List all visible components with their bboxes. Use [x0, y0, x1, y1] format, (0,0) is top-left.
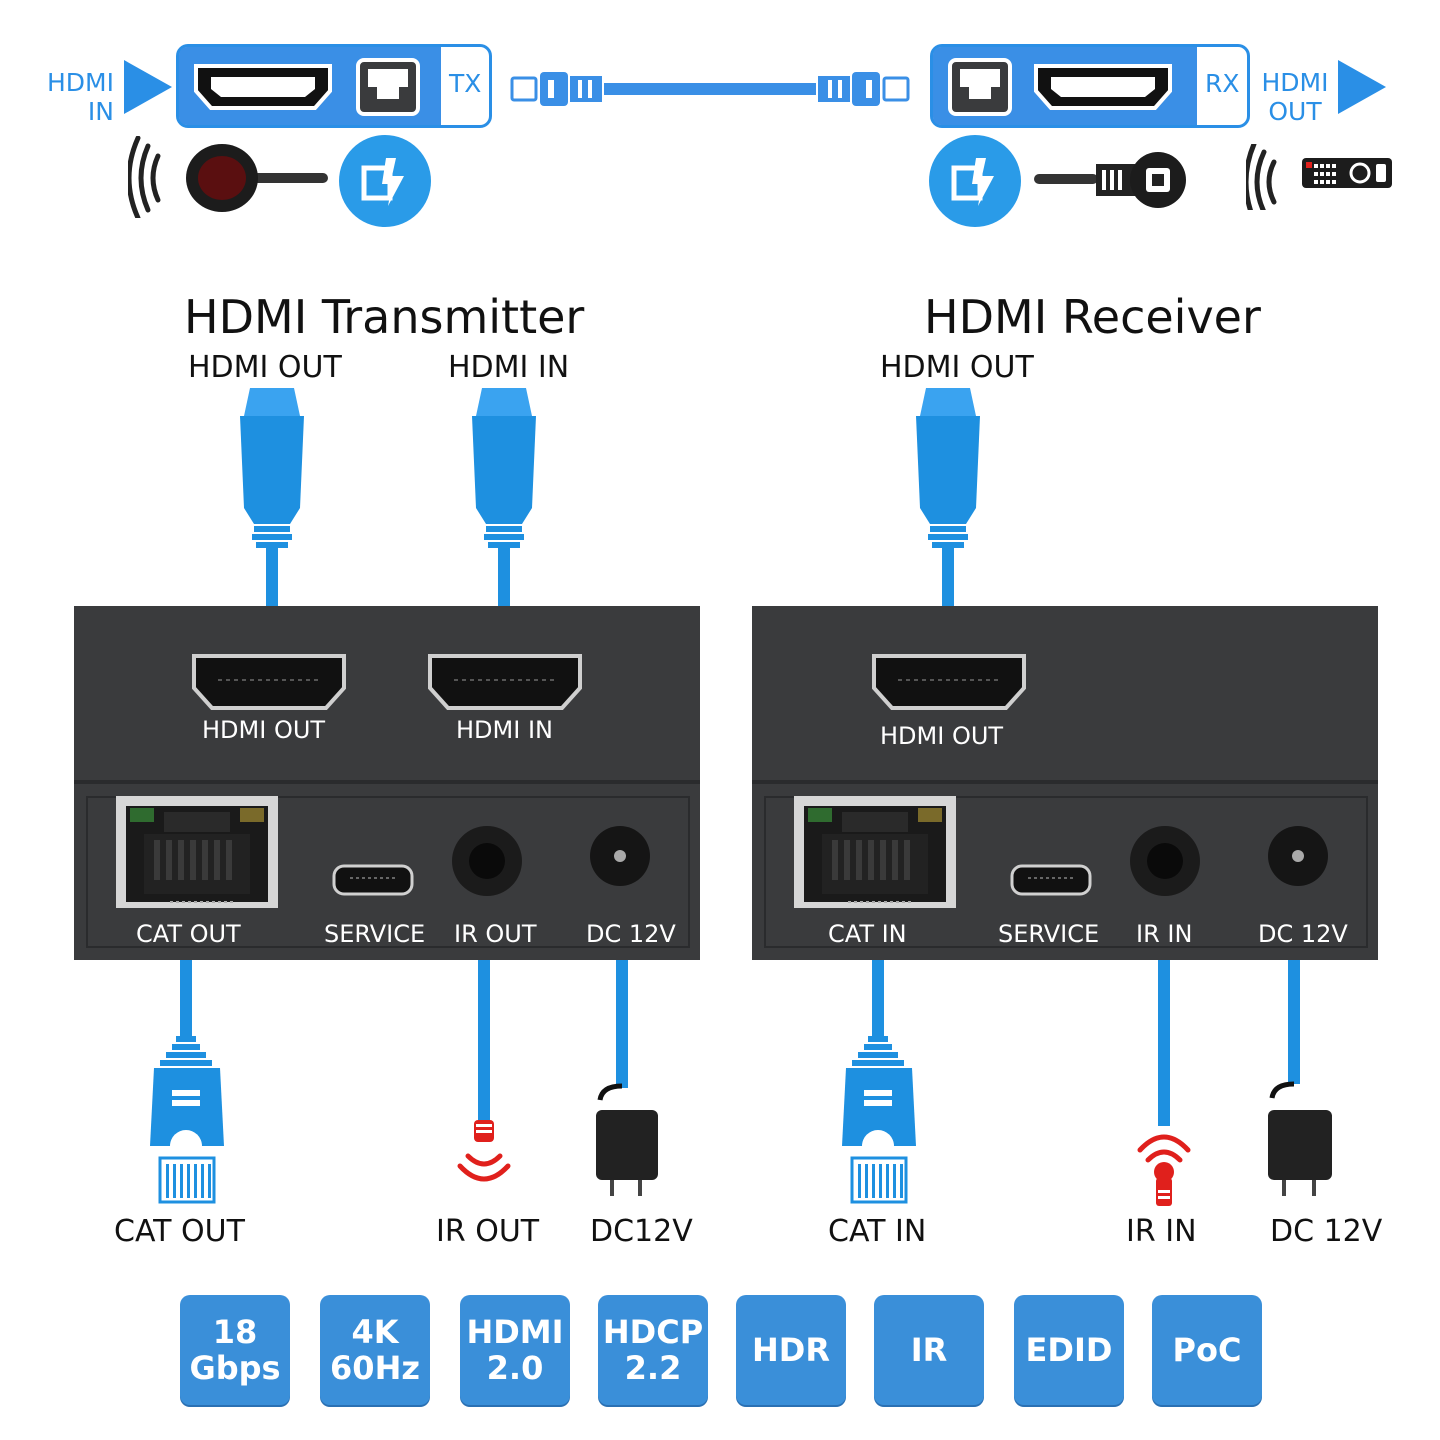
ir-in-jack — [1130, 826, 1200, 896]
rx-bottom-cat-label: CAT IN — [828, 1214, 927, 1249]
tx-bottom-cat-label: CAT OUT — [114, 1214, 245, 1249]
hdmi-port-icon — [194, 64, 332, 110]
rx-port-ir-label: IR IN — [1136, 920, 1193, 948]
rx-port-service-label: SERVICE — [998, 920, 1100, 948]
rx-bottom-dc-label: DC 12V — [1270, 1214, 1383, 1249]
rj45-port-icon — [356, 58, 420, 116]
rx-port-cat-label: CAT IN — [828, 920, 907, 948]
power-adapter-icon — [596, 960, 658, 1196]
rj45-port — [794, 796, 956, 908]
hdmi-in-port — [428, 654, 582, 710]
tx-cable-hdmi-in-label: HDMI IN — [448, 350, 570, 385]
arrow-right-icon — [1338, 60, 1386, 114]
tx-port-hdmi-in-label: HDMI IN — [456, 716, 553, 744]
tx-label: TX — [449, 69, 482, 98]
badge-ir: IR — [874, 1295, 984, 1405]
remote-control-icon — [1246, 144, 1392, 210]
tx-port-hdmi-out-label: HDMI OUT — [202, 716, 326, 744]
network-cable-icon — [510, 72, 910, 106]
ir-out-jack — [452, 826, 522, 896]
dc-jack — [590, 826, 650, 886]
poc-icon — [929, 135, 1021, 227]
rx-port-hdmi-out-label: HDMI OUT — [880, 722, 1004, 750]
top-hdmi-in-label: HDMI IN — [47, 68, 114, 126]
hdmi-plug-icon — [472, 388, 536, 608]
tx-port-dc-label: DC 12V — [586, 920, 676, 948]
micro-usb-service-port — [1010, 864, 1092, 896]
dc-jack — [1268, 826, 1328, 886]
hdmi-port-icon — [1034, 64, 1172, 110]
hdmi-plug-icon — [240, 388, 304, 608]
tx-port-service-label: SERVICE — [324, 920, 426, 948]
badge-poc: PoC — [1152, 1295, 1262, 1405]
rj45-port-icon — [948, 58, 1012, 116]
rx-module: RX — [930, 44, 1250, 128]
ir-receiver-icon — [1137, 960, 1191, 1206]
ir-emitter-icon — [1034, 152, 1186, 208]
tx-port-ir-label: IR OUT — [454, 920, 537, 948]
tx-cable-hdmi-out-label: HDMI OUT — [188, 350, 342, 385]
tx-module: TX — [176, 44, 492, 128]
tx-bottom-dc-label: DC12V — [590, 1214, 693, 1249]
arrow-right-icon — [124, 60, 172, 114]
top-hdmi-out-label: HDMI OUT — [1261, 68, 1329, 126]
badge-edid: EDID — [1014, 1295, 1124, 1405]
rx-port-dc-label: DC 12V — [1258, 920, 1348, 948]
badge-hdr: HDR — [736, 1295, 846, 1405]
tx-port-cat-label: CAT OUT — [136, 920, 241, 948]
rx-bottom-ir-label: IR IN — [1126, 1214, 1197, 1249]
hdmi-plug-icon — [916, 388, 980, 608]
rj45-plug-icon — [150, 960, 224, 1204]
power-adapter-icon — [1268, 960, 1332, 1196]
ir-emitter-icon — [457, 960, 511, 1182]
rx-cable-hdmi-out-label: HDMI OUT — [880, 350, 1034, 385]
poc-icon — [339, 135, 431, 227]
hdmi-out-port — [872, 654, 1026, 710]
micro-usb-service-port — [332, 864, 414, 896]
hdmi-out-port — [192, 654, 346, 710]
rj45-port — [116, 796, 278, 908]
rj45-plug-icon — [842, 960, 916, 1204]
tx-bottom-ir-label: IR OUT — [436, 1214, 540, 1249]
transmitter-title: HDMI Transmitter — [184, 290, 585, 344]
ir-receiver-icon — [128, 136, 328, 218]
receiver-title: HDMI Receiver — [924, 290, 1261, 344]
rx-label: RX — [1205, 69, 1240, 98]
